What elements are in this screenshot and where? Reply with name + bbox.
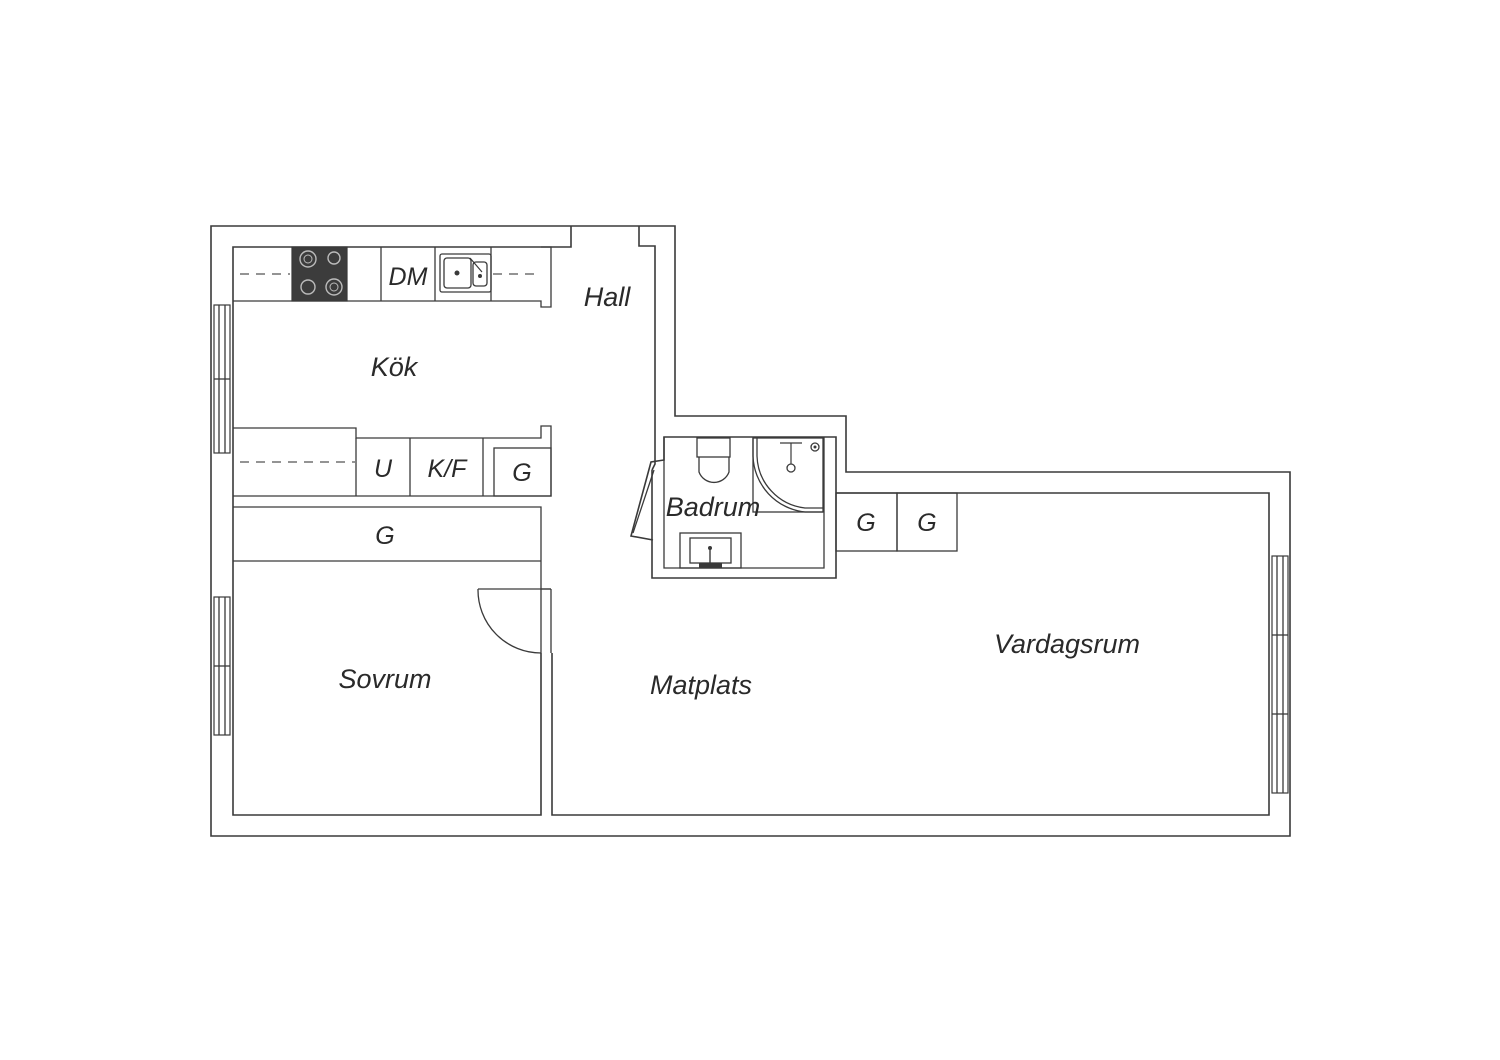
bedroom-door: [477, 588, 552, 654]
exterior-wall-inner-living: [551, 492, 1270, 816]
wardrobe-living-2-label: G: [917, 509, 936, 537]
toilet-icon: [696, 437, 731, 484]
wardrobe-bedroom-label: G: [375, 522, 394, 550]
room-label-kok: Kök: [371, 352, 419, 382]
wardrobe-living-2: [896, 492, 958, 552]
window-kitchen: [213, 304, 231, 454]
wardrobe-living-1-label: G: [856, 509, 875, 537]
room-label-matplats: Matplats: [650, 670, 752, 700]
room-label-badrum: Badrum: [666, 492, 761, 522]
exterior-wall-inner-east: [638, 226, 656, 471]
bathroom-wall-inner: [632, 437, 825, 569]
kitchen-counter-top: [233, 246, 552, 308]
fridge-freezer-label: K/F: [428, 455, 469, 483]
window-bedroom: [213, 596, 231, 736]
exterior-wall-outer: [210, 225, 1291, 837]
wardrobe-kitchen: [493, 447, 552, 497]
stove-icon: [291, 246, 348, 302]
room-label-sovrum: Sovrum: [338, 664, 431, 694]
exterior-wall-inner-west: [232, 226, 572, 816]
oven-label: U: [374, 455, 393, 483]
dishwasher-label: DM: [389, 263, 428, 291]
sink-icon: [439, 253, 492, 293]
window-living: [1271, 555, 1289, 794]
wardrobe-kitchen-label: G: [512, 459, 531, 487]
shower-icon: [752, 437, 824, 513]
room-label-hall: Hall: [584, 282, 632, 312]
room-label-vardagsrum: Vardagsrum: [994, 629, 1140, 659]
washbasin-icon: [679, 532, 742, 569]
